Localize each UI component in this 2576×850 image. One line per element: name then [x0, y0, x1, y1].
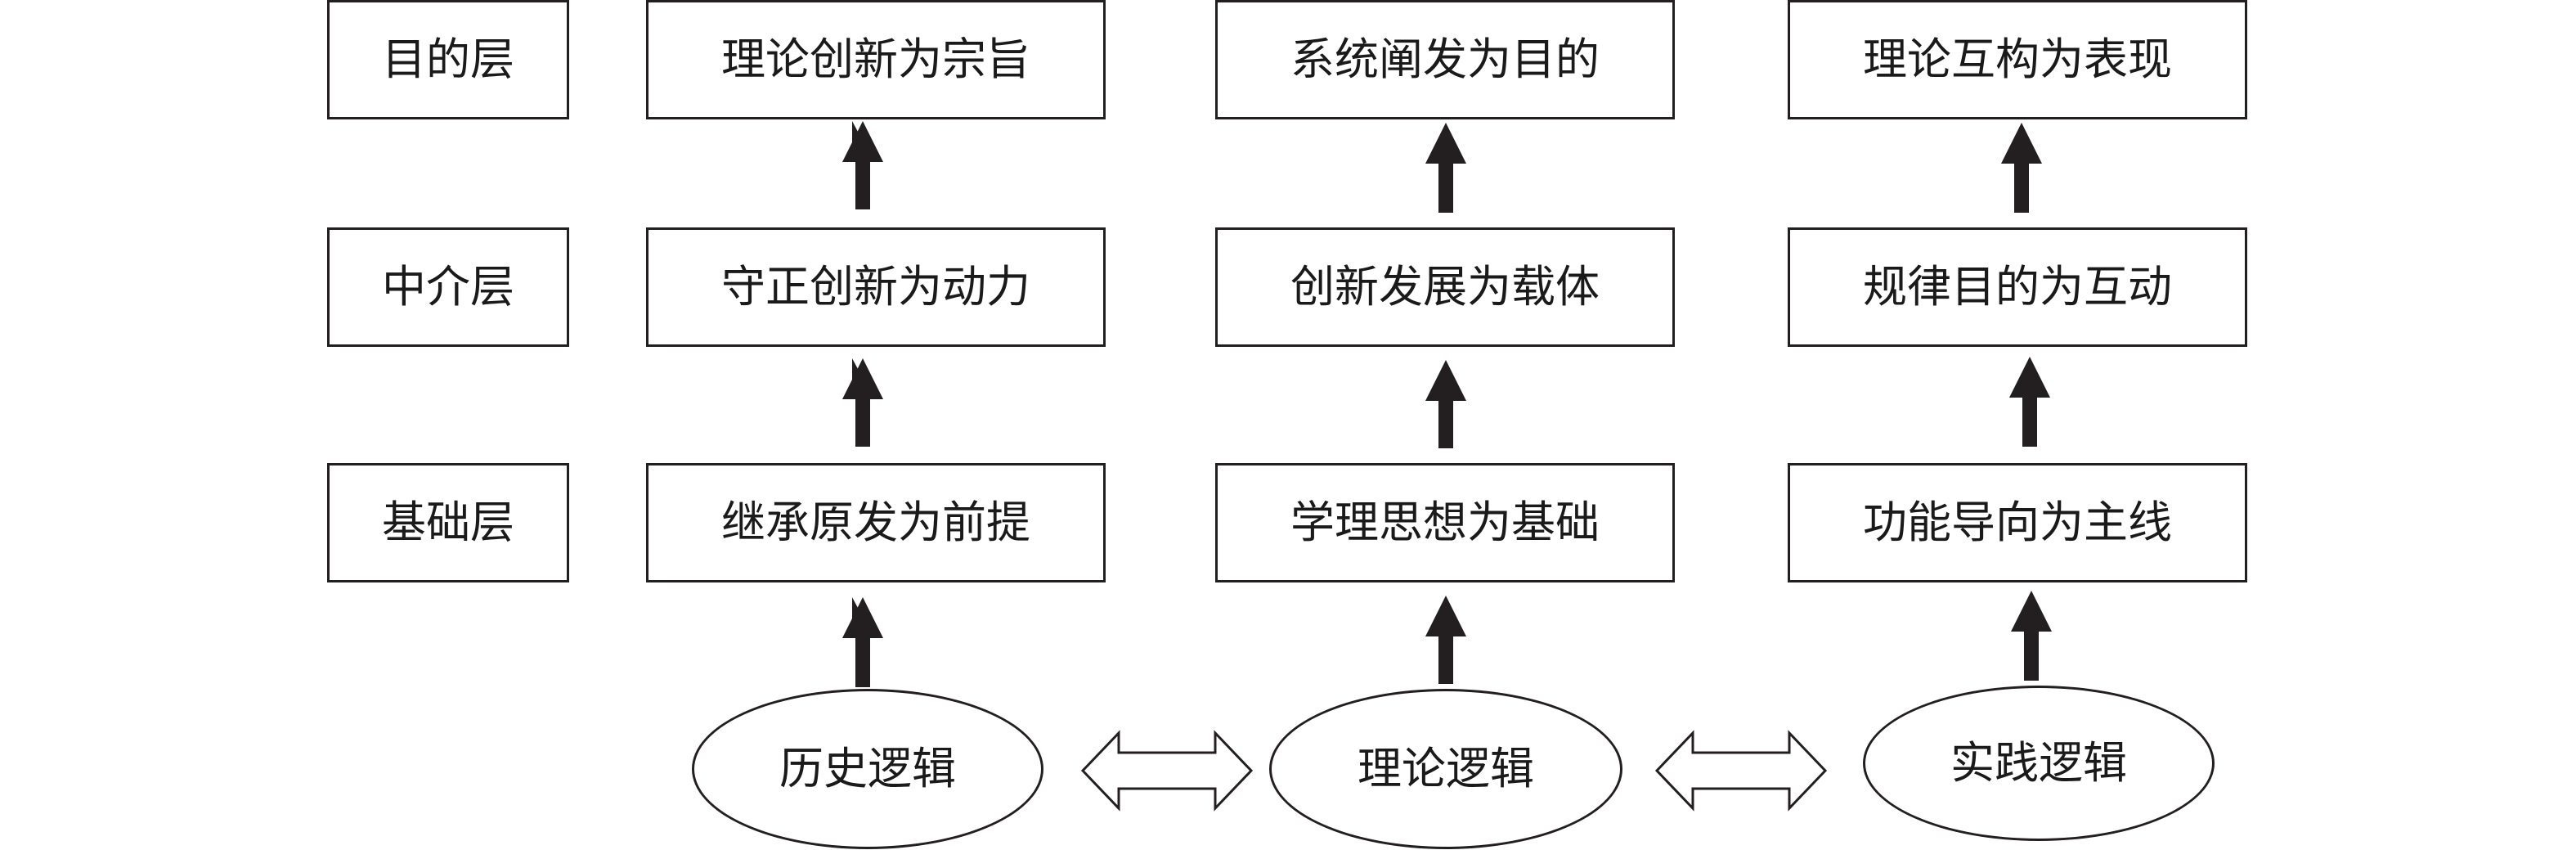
practice-intermediary-node: 规律目的为互动 [1788, 227, 2247, 347]
up-arrow-icon [842, 358, 883, 447]
layer-label-intermediary-text: 中介层 [382, 261, 514, 313]
theory-intermediary-text: 创新发展为载体 [1290, 261, 1600, 313]
practice-foundation-node: 功能导向为主线 [1788, 463, 2247, 582]
practice-logic-text: 实践逻辑 [1950, 737, 2127, 789]
up-arrow-icon [2009, 357, 2050, 447]
practice-foundation-text: 功能导向为主线 [1863, 497, 2172, 548]
history-intermediary-node: 守正创新为动力 [646, 227, 1106, 347]
up-arrow-icon [842, 121, 883, 209]
history-foundation-node: 继承原发为前提 [646, 463, 1106, 582]
double-arrow-icon [1080, 730, 1254, 812]
theory-foundation-node: 学理思想为基础 [1215, 463, 1675, 582]
theory-purpose-node: 系统阐发为目的 [1215, 0, 1675, 119]
layer-label-intermediary: 中介层 [327, 227, 569, 347]
theory-logic-ellipse: 理论逻辑 [1269, 689, 1622, 849]
practice-purpose-text: 理论互构为表现 [1863, 34, 2172, 85]
layer-label-purpose: 目的层 [327, 0, 569, 119]
history-foundation-text: 继承原发为前提 [721, 497, 1030, 548]
up-arrow-icon [1425, 123, 1466, 213]
theory-foundation-text: 学理思想为基础 [1290, 497, 1600, 548]
practice-intermediary-text: 规律目的为互动 [1863, 261, 2172, 313]
double-arrow-icon [1654, 730, 1828, 812]
theory-purpose-text: 系统阐发为目的 [1290, 34, 1600, 85]
history-purpose-text: 理论创新为宗旨 [721, 34, 1030, 85]
up-arrow-icon [852, 597, 874, 687]
up-arrow-icon [2011, 591, 2052, 681]
history-logic-ellipse: 历史逻辑 [692, 689, 1043, 849]
up-arrow-icon [2001, 123, 2042, 213]
layer-label-foundation-text: 基础层 [382, 497, 514, 548]
practice-logic-ellipse: 实践逻辑 [1863, 686, 2215, 841]
history-intermediary-text: 守正创新为动力 [721, 261, 1030, 313]
theory-intermediary-node: 创新发展为载体 [1215, 227, 1675, 347]
up-arrow-icon [1425, 596, 1466, 684]
theory-logic-text: 理论逻辑 [1358, 743, 1534, 794]
up-arrow-icon [1425, 360, 1466, 448]
history-purpose-node: 理论创新为宗旨 [646, 0, 1106, 119]
up-arrow-icon [852, 358, 874, 447]
up-arrow-icon [842, 597, 883, 687]
layer-label-purpose-text: 目的层 [382, 34, 514, 85]
up-arrow-icon [852, 121, 874, 209]
history-logic-text: 历史逻辑 [779, 743, 956, 794]
practice-purpose-node: 理论互构为表现 [1788, 0, 2247, 119]
layer-label-foundation: 基础层 [327, 463, 569, 582]
